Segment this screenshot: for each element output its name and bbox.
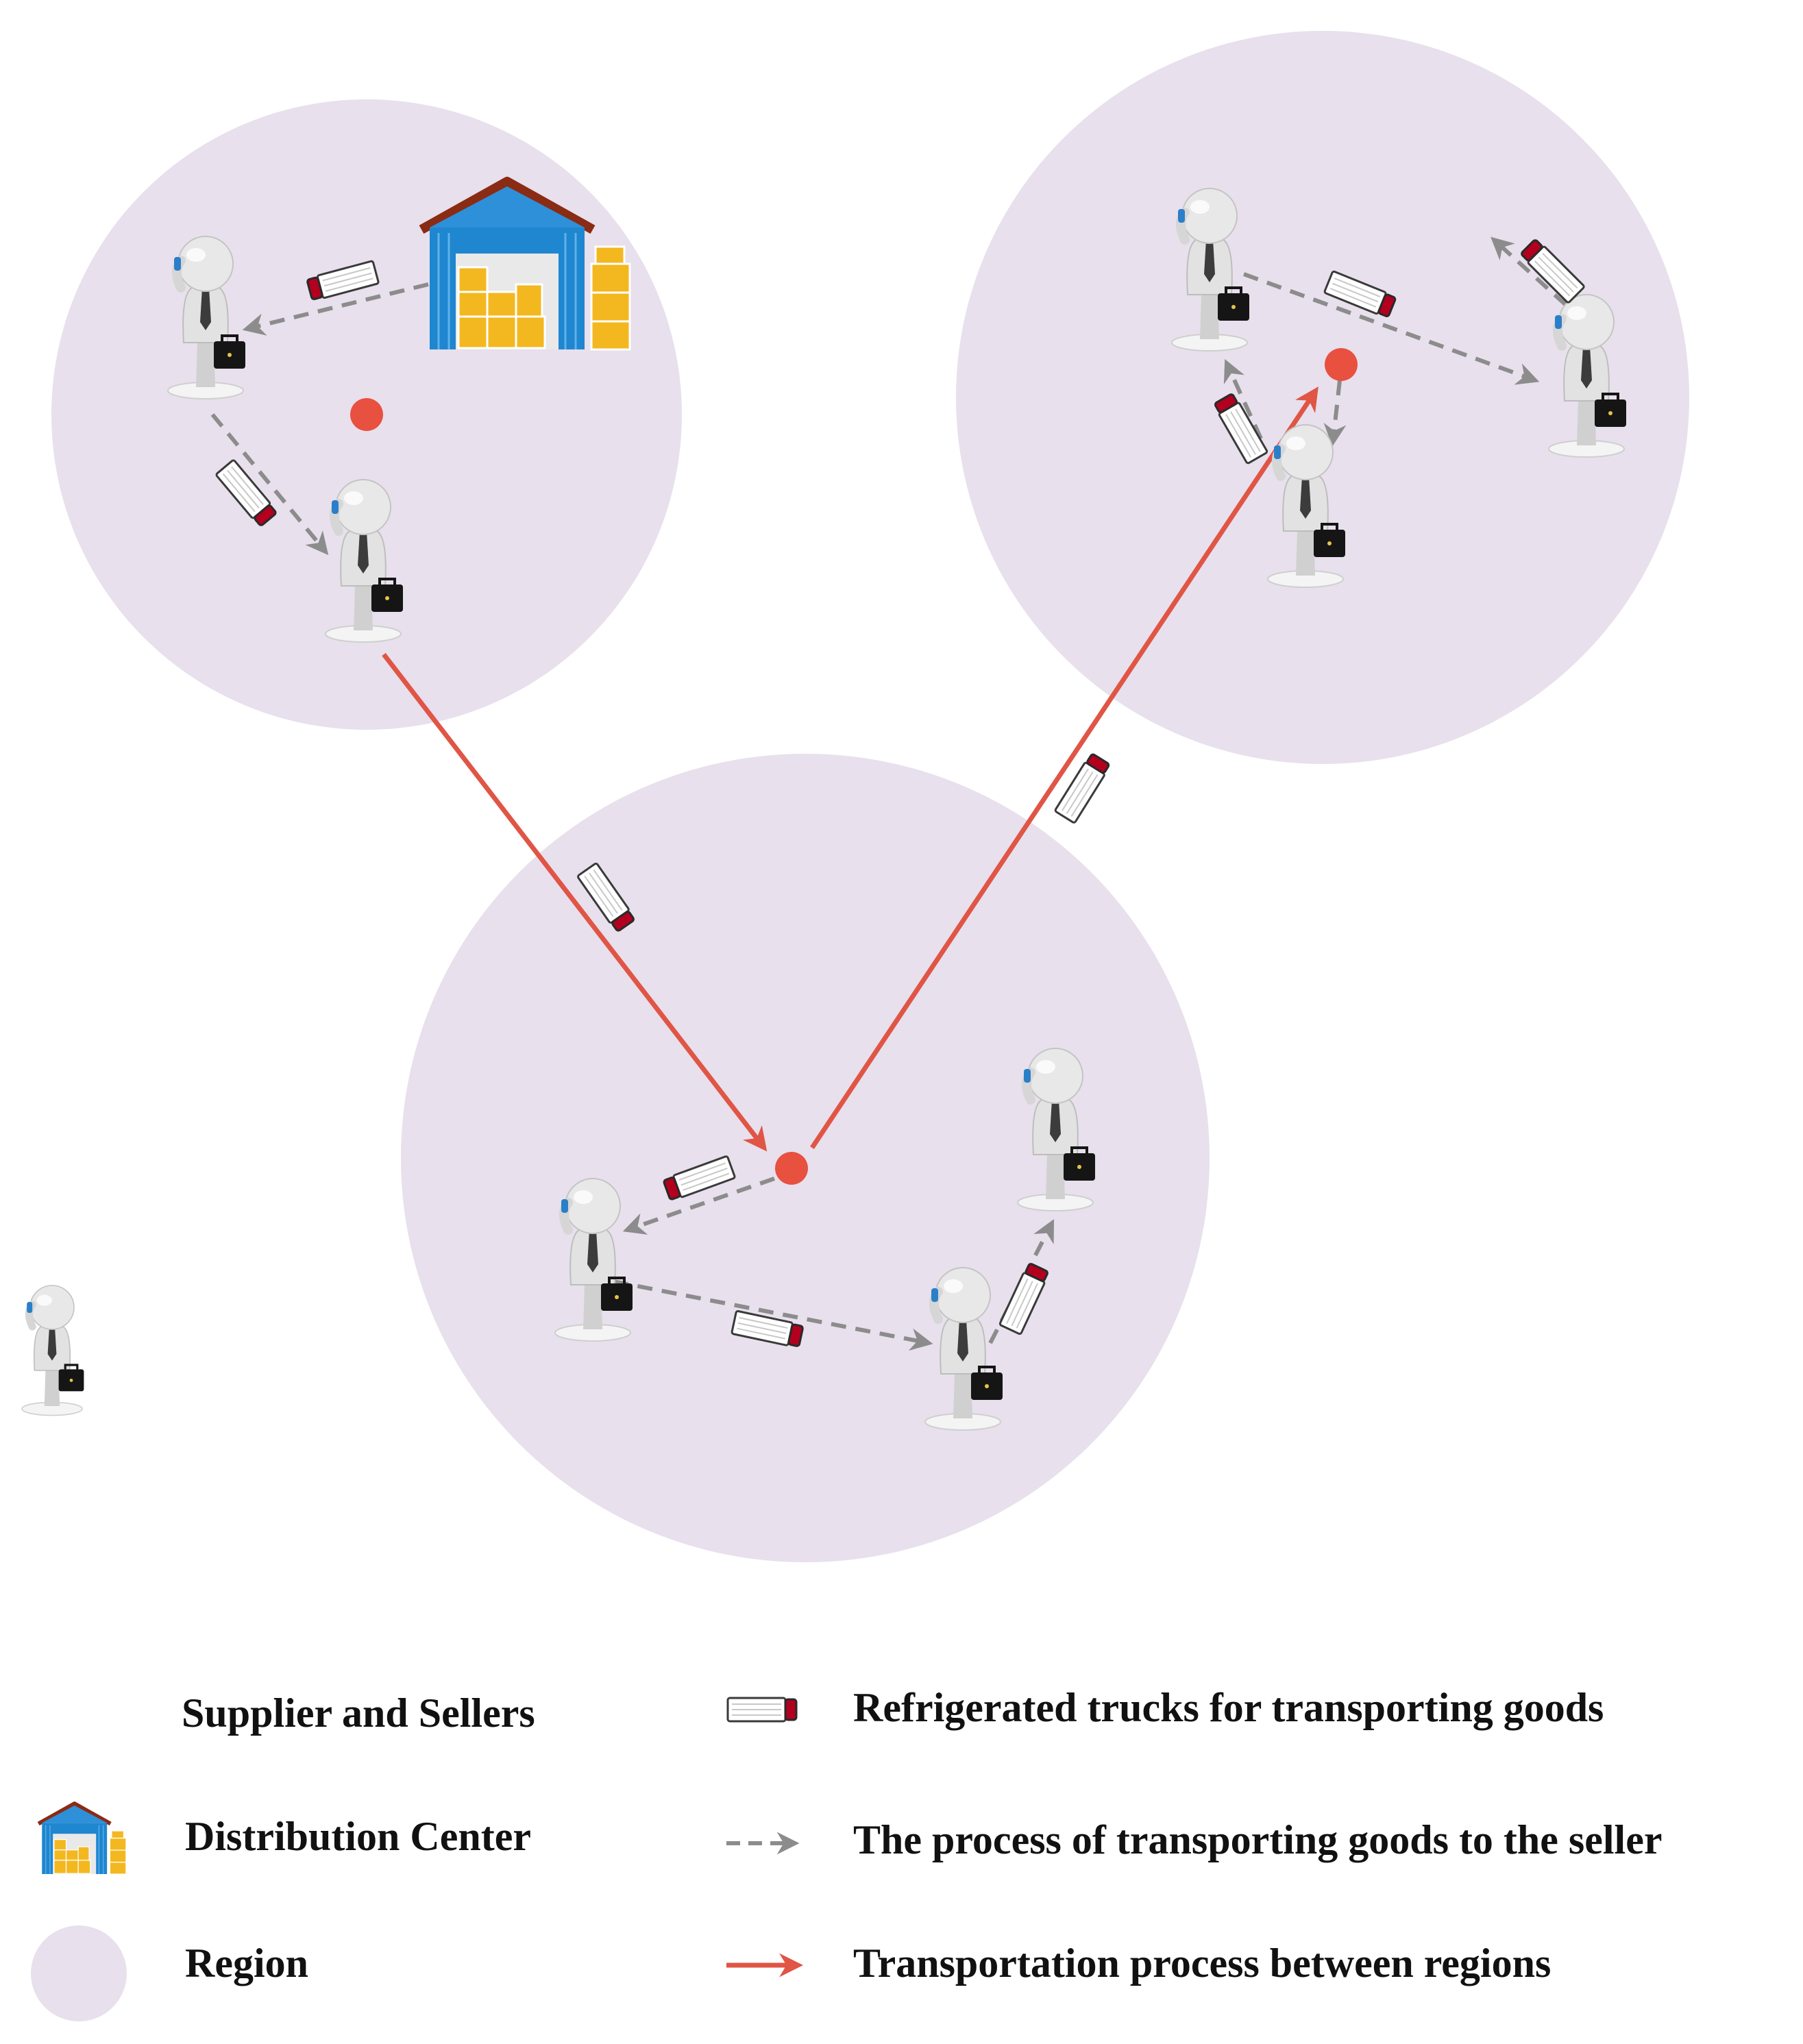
truck-icon: [1053, 752, 1112, 824]
legend-truck-icon: [726, 1697, 798, 1723]
local-arrow: [613, 1279, 933, 1351]
legend-warehouse-icon: [38, 1803, 126, 1874]
local-arrow: [1242, 272, 1540, 385]
legend-local-process-label: The process of transporting goods to the…: [853, 1817, 1663, 1862]
inter-region-arrow-2: [810, 386, 1318, 1149]
legend-supplier-sellers-label: Supplier and Sellers: [182, 1690, 535, 1736]
region-center: [775, 1152, 808, 1185]
region-bottom: [401, 754, 1210, 1562]
local-arrow: [1223, 358, 1263, 440]
legend-inter-region-label: Transportation process between regions: [853, 1941, 1551, 1986]
legend-region-icon: [31, 1925, 127, 2021]
local-arrow: [1323, 380, 1347, 447]
region-top-right: [956, 31, 1689, 764]
legend-distribution-center-label: Distribution Center: [185, 1814, 531, 1859]
local-arrow: [988, 1219, 1055, 1344]
inter-region-arrow-1: [382, 652, 768, 1152]
local-arrow: [210, 413, 329, 556]
region-center: [1325, 348, 1358, 381]
legend-region-label: Region: [185, 1941, 308, 1986]
local-arrow: [242, 282, 429, 336]
local-arrow: [1491, 236, 1568, 307]
local-arrow: [622, 1177, 775, 1235]
legend-trucks-label: Refrigerated trucks for transporting goo…: [853, 1685, 1604, 1730]
legend-businessman-icon: [22, 1285, 84, 1416]
region-center: [350, 398, 383, 431]
